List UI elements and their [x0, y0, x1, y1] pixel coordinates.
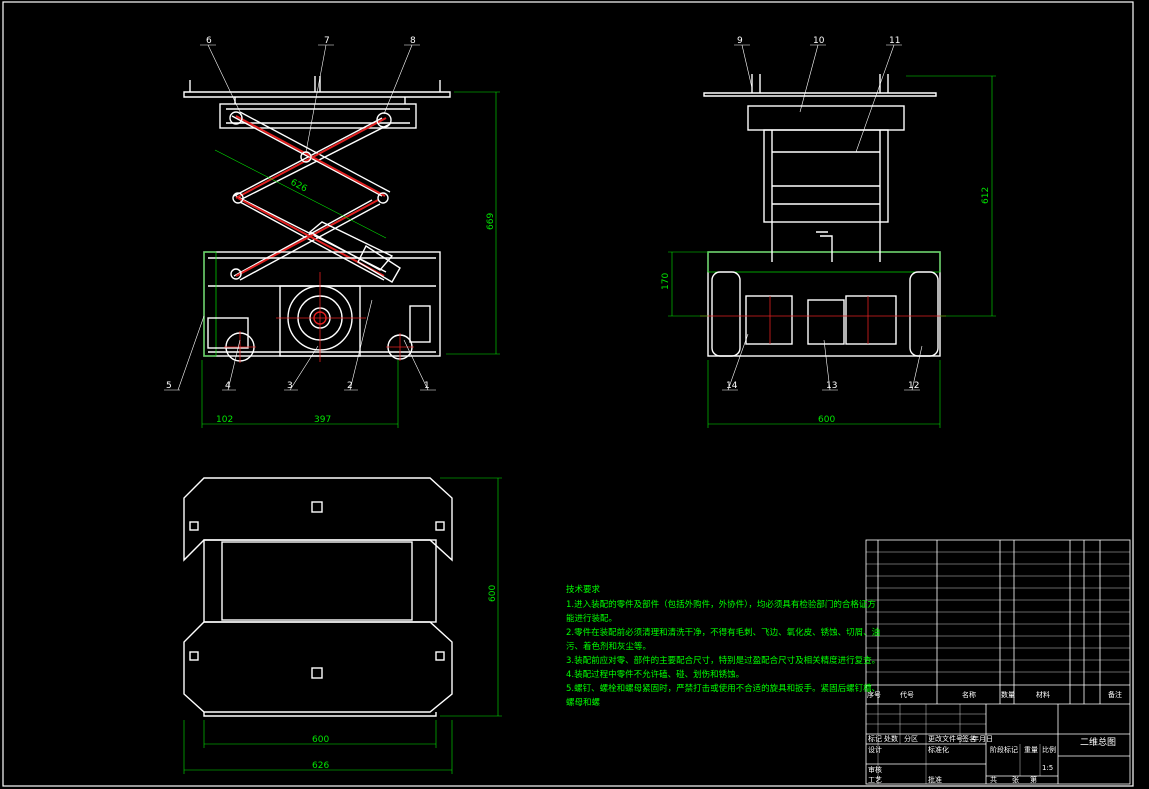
tb-review: 审核 [868, 765, 882, 774]
drawing-title: 二维总图 [1080, 736, 1116, 748]
tb-row-zone: 分区 [904, 734, 918, 743]
part-label-11: 11 [889, 36, 900, 46]
dim-top-inner-width: 600 [312, 735, 329, 745]
dim-front-height: 669 [486, 213, 496, 230]
front-view [164, 44, 500, 428]
tb-approve: 批准 [928, 775, 942, 784]
tb-row-count: 处数 [884, 734, 898, 743]
part-label-5: 5 [166, 381, 172, 391]
tech-requirement-line: 5.螺钉、螺栓和螺母紧固时，严禁打击或使用不合适的旋具和扳手。紧固后螺钉槽、 [566, 683, 880, 694]
tb-row-mark: 标记 [868, 734, 882, 743]
dim-side-height: 612 [981, 187, 991, 204]
tb-sheet-label: 第 [1030, 775, 1037, 784]
tech-requirement-line: 1.进入装配的零件及部件（包括外购件，外协件），均必须具有检验部门的合格证方 [566, 599, 876, 610]
top-view [183, 477, 502, 774]
part-label-12: 12 [908, 381, 919, 391]
tb-col-qty: 数量 [1001, 690, 1015, 699]
dim-scissor-arm: 626 [289, 178, 309, 195]
tb-process: 工艺 [868, 776, 882, 784]
title-block [865, 539, 1131, 785]
tb-scale-value: 1:5 [1042, 764, 1053, 772]
part-label-6: 6 [206, 36, 212, 46]
part-label-7: 7 [324, 36, 330, 46]
part-label-9: 9 [737, 36, 743, 46]
tech-requirements-heading: 技术要求 [566, 584, 601, 595]
tech-requirement-line: 污、着色剂和灰尘等。 [566, 641, 651, 652]
tb-weight: 重量 [1024, 746, 1038, 754]
part-label-14: 14 [726, 381, 738, 391]
tb-sheet-no: 张 [1012, 775, 1019, 784]
dim-front-width-left: 102 [216, 415, 233, 425]
tb-row-sign: 签名 [962, 734, 976, 743]
part-label-2: 2 [347, 381, 353, 391]
part-label-13: 13 [826, 381, 837, 391]
part-label-4: 4 [225, 381, 231, 391]
tb-row-change-doc: 更改文件号 [928, 734, 963, 743]
tech-requirement-line: 螺母和螺 [566, 697, 601, 708]
part-label-10: 10 [813, 36, 825, 46]
tb-col-name: 名称 [962, 690, 976, 699]
dim-side-base-height: 170 [661, 273, 671, 290]
tech-requirement-line: 4.装配过程中零件不允许磕、碰、划伤和锈蚀。 [566, 669, 744, 680]
tb-stage-mark: 阶段标记 [990, 745, 1018, 754]
side-view [668, 44, 996, 428]
part-label-3: 3 [287, 381, 293, 391]
tech-requirement-line: 能进行装配。 [566, 613, 617, 624]
dim-top-depth: 600 [488, 585, 498, 602]
tb-col-remark: 备注 [1108, 690, 1122, 699]
part-label-1: 1 [424, 381, 430, 391]
dim-side-width: 600 [818, 415, 835, 425]
tech-requirement-line: 3.装配前应对零、部件的主要配合尺寸，特别是过盈配合尺寸及相关精度进行复查。 [566, 655, 880, 666]
tb-col-index: 序号 [867, 690, 881, 699]
tech-requirement-line: 2.零件在装配前必须清理和清洗干净，不得有毛刺、飞边、氧化皮、锈蚀、切屑、油 [566, 627, 880, 638]
dim-front-width-right: 397 [314, 415, 331, 425]
tb-standard: 标准化 [928, 745, 949, 754]
tb-col-material: 材料 [1036, 690, 1050, 699]
tb-sheet-total: 共 [990, 775, 997, 784]
tb-scale: 比例 [1042, 745, 1056, 754]
dim-top-outer-width: 626 [312, 761, 329, 771]
tb-row-date: 年月日 [972, 734, 993, 743]
tb-design: 设计 [868, 745, 882, 754]
part-label-8: 8 [410, 36, 416, 46]
tb-col-code: 代号 [900, 690, 914, 699]
